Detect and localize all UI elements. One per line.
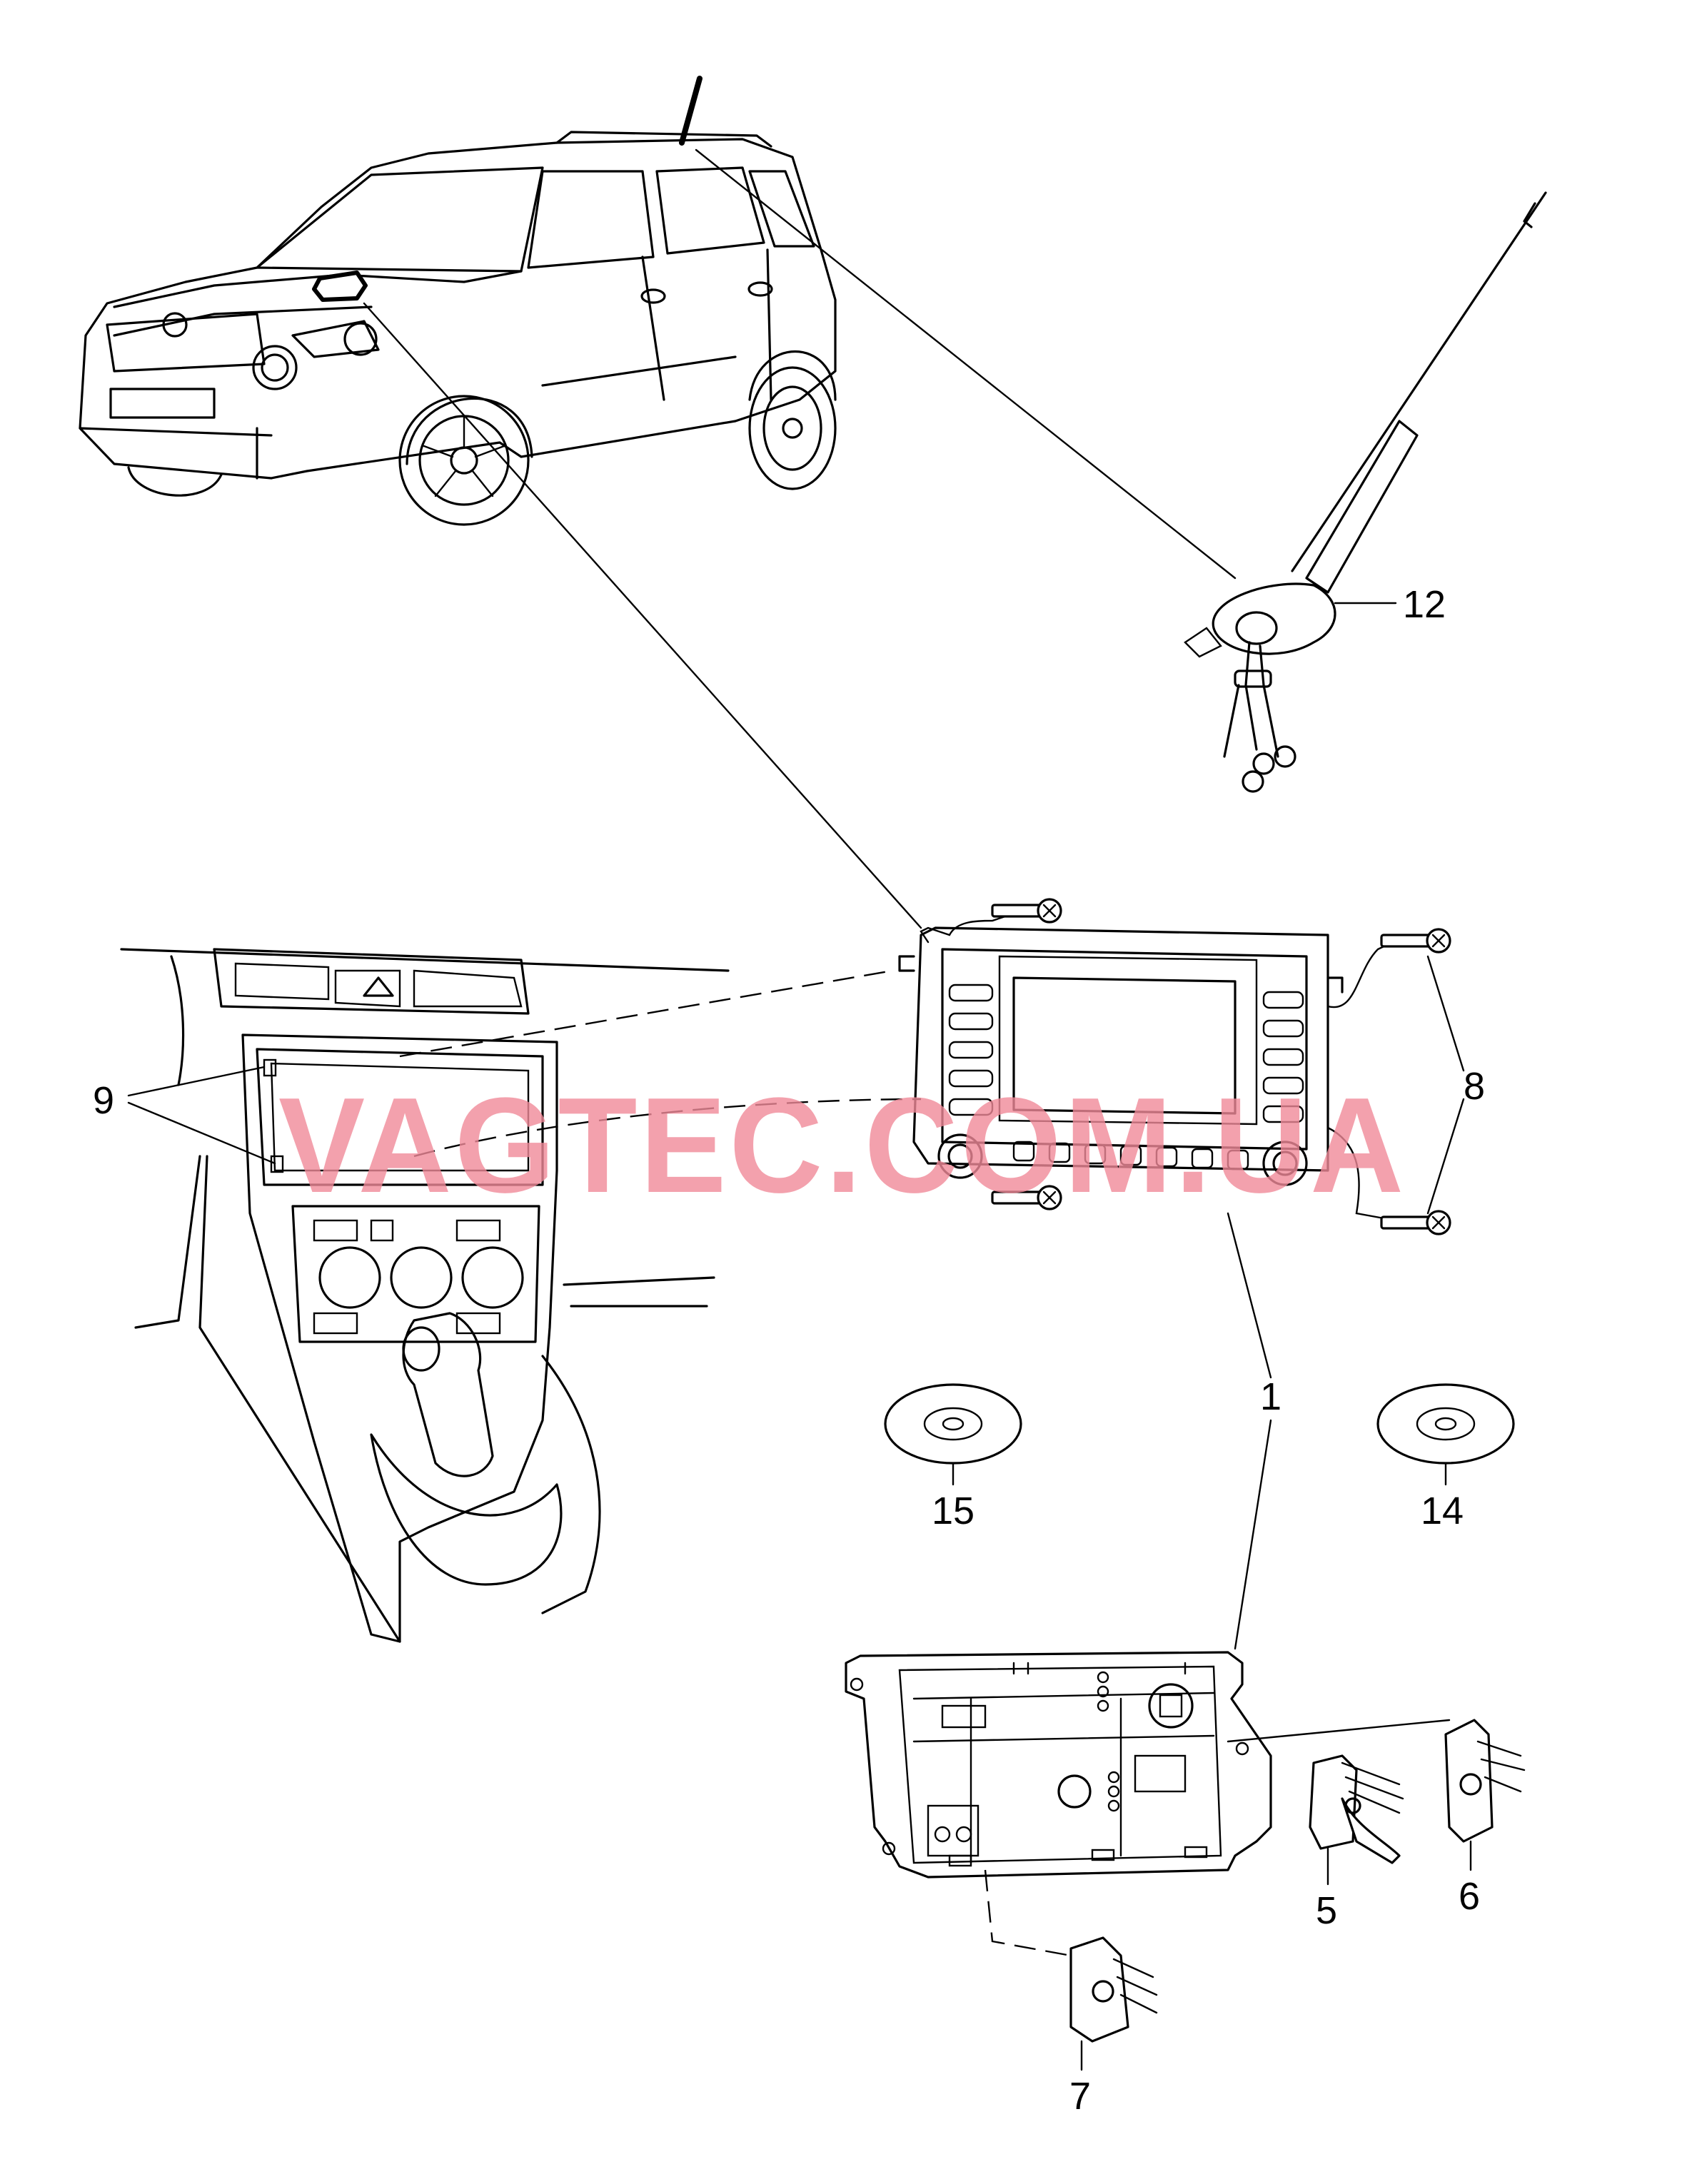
callout-5: 5: [1316, 1889, 1337, 1932]
leader-lines: [363, 148, 1237, 929]
frame-connector-line: [1227, 1719, 1451, 1743]
roof-antenna: [1184, 191, 1547, 793]
screw-top-left: [991, 898, 1062, 924]
callout-12: 12: [1403, 583, 1446, 626]
mounting-frame: [845, 1651, 1272, 1879]
callout-9: 9: [93, 1079, 114, 1122]
dashboard-illustration: [120, 948, 730, 1643]
connector-7-guide: [984, 1869, 1072, 1957]
callout-6: 6: [1459, 1875, 1480, 1918]
connector-6: [1444, 1719, 1526, 1843]
vehicle-illustration: [79, 76, 837, 526]
callout-8: 8: [1464, 1065, 1485, 1108]
cd-disc-15: [884, 1383, 1022, 1465]
connector-7: [1069, 1936, 1158, 2043]
callout-1: 1: [1260, 1375, 1281, 1418]
connector-5: [1309, 1754, 1404, 1864]
callout-14: 14: [1421, 1490, 1464, 1532]
watermark-text: VAGTEC.COM.UA: [278, 1070, 1406, 1221]
callouts: 1 12 8 9 15 14 5 6 7: [93, 583, 1485, 2118]
screw-bottom-right: [1380, 1210, 1451, 1235]
cd-disc-14: [1376, 1383, 1515, 1465]
dashed-guides: [399, 969, 922, 1158]
callout-15: 15: [932, 1490, 975, 1532]
callout-7: 7: [1069, 2075, 1091, 2118]
screw-bottom-left: [991, 1185, 1062, 1210]
screws: [991, 898, 1451, 1235]
radio-navigation-unit: [898, 912, 1397, 1222]
screw-top-right: [1380, 928, 1451, 954]
